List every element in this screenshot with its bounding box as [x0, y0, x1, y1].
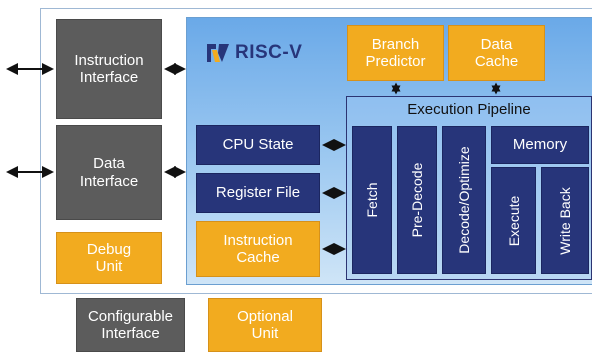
write-back-label: Write Back [557, 186, 573, 255]
branch-predictor-block: Branch Predictor [347, 25, 444, 81]
data-cache-block: Data Cache [448, 25, 545, 81]
riscv-logo-text: RISC-V [235, 42, 303, 63]
pre-decode-stage: Pre-Decode [397, 126, 437, 274]
execution-pipeline-title: Execution Pipeline [407, 101, 531, 118]
decode-optimize-label: Decode/Optimize [456, 146, 472, 254]
pre-decode-label: Pre-Decode [409, 162, 425, 238]
cpu-state-block: CPU State [196, 125, 320, 165]
fetch-stage: Fetch [352, 126, 392, 274]
legend-configurable-interface: Configurable Interface [76, 298, 185, 352]
riscv-logo: RISC-V [207, 42, 302, 64]
fetch-label: Fetch [364, 182, 380, 218]
write-back-stage: Write Back [541, 167, 589, 274]
register-file-block: Register File [196, 173, 320, 213]
execute-label: Execute [505, 195, 522, 246]
execute-stage: Execute [491, 167, 536, 274]
legend-optional-unit: Optional Unit [208, 298, 322, 352]
debug-unit-block: Debug Unit [56, 232, 162, 284]
instruction-cache-block: Instruction Cache [196, 221, 320, 277]
instruction-interface-block: Instruction Interface [56, 19, 162, 119]
memory-block: Memory [491, 126, 589, 164]
riscv-logo-icon [207, 44, 229, 62]
data-interface-block: Data Interface [56, 125, 162, 220]
decode-optimize-stage: Decode/Optimize [442, 126, 486, 274]
